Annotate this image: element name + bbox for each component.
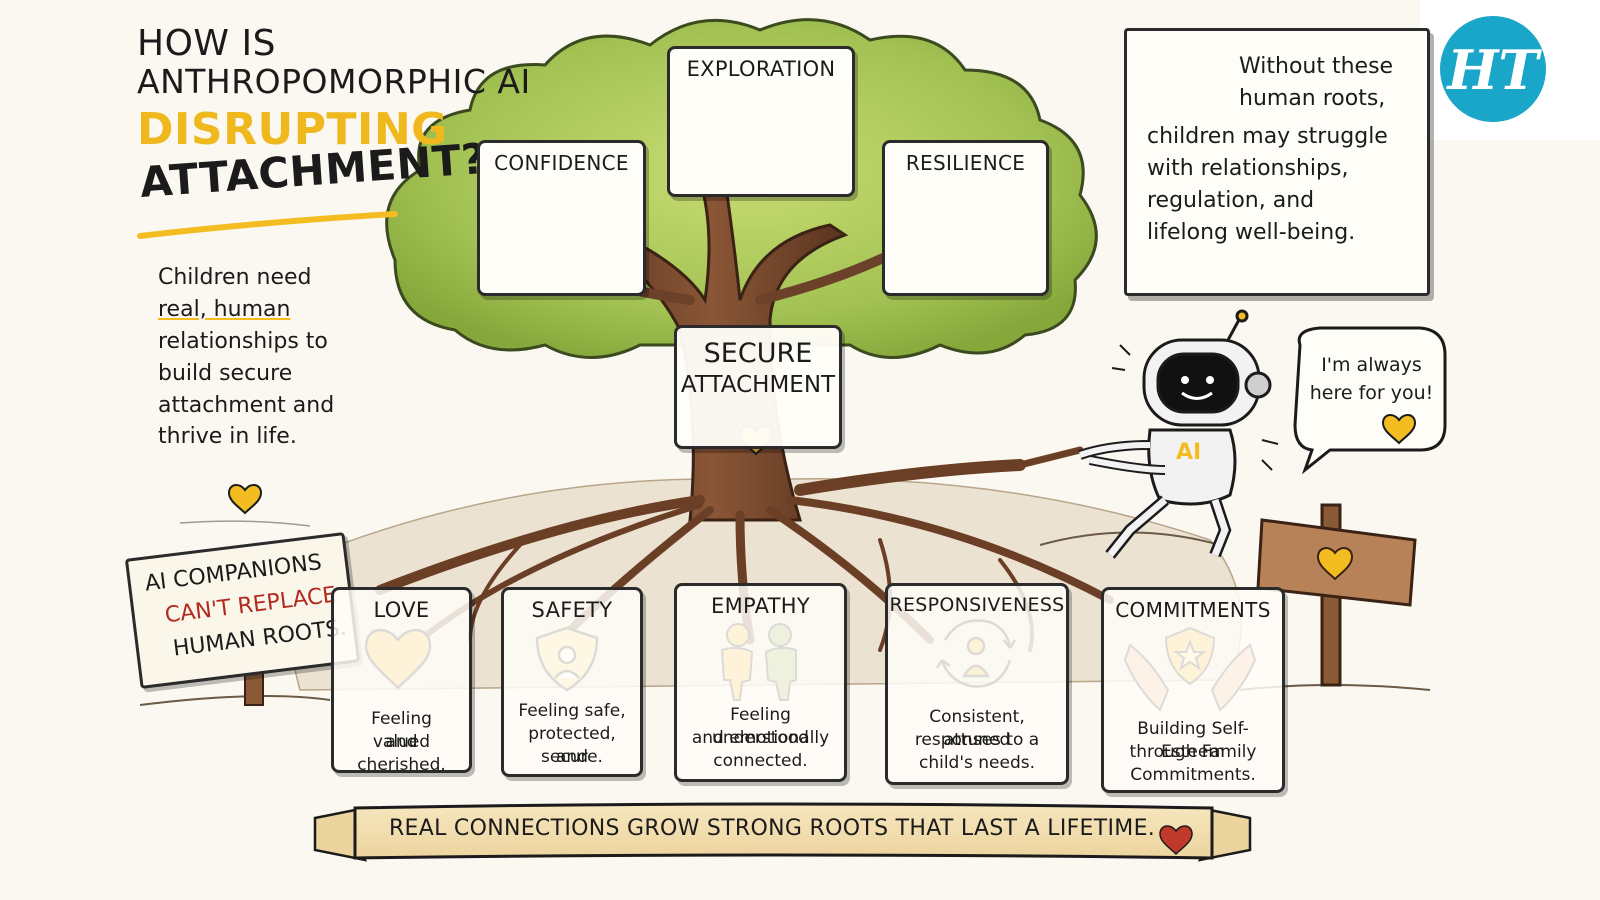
left-note-line-6: thrive in life. <box>158 424 297 450</box>
heart-icon <box>227 484 263 515</box>
root-card-desc-1: Building Self-Esteem <box>1137 719 1249 762</box>
root-card-title: COMMITMENTS <box>1115 598 1271 622</box>
root-card-desc-2: and emotionally <box>691 728 830 748</box>
card-exploration: EXPLORATION <box>667 46 855 197</box>
root-card-title: RESPONSIVENESS <box>889 594 1065 616</box>
card-confidence-title: CONFIDENCE <box>494 151 629 175</box>
root-card-desc-2: protected, and <box>528 724 616 767</box>
root-card-safety: SAFETY Feeling safe, protected, and secu… <box>501 587 643 777</box>
warning-line-3: children may struggle <box>1147 124 1388 149</box>
root-card-title: EMPATHY <box>711 594 810 618</box>
warning-line-2: human roots, <box>1239 86 1386 111</box>
speech-line-1: I'm always <box>1321 354 1422 376</box>
root-card-desc-3: Commitments. <box>1130 765 1256 785</box>
warning-box: Without these human roots, children may … <box>1124 28 1430 296</box>
left-note-line-2: real, human <box>158 296 291 322</box>
title-line-2: ANTHROPOMORPHIC AI <box>137 62 531 101</box>
secure-line-2: ATTACHMENT <box>680 372 836 398</box>
secure-line-1: SECURE <box>703 338 813 369</box>
root-card-commitments: COMMITMENTS Building Self-Esteem through… <box>1101 587 1285 793</box>
root-card-desc-3: connected. <box>713 751 808 771</box>
root-card-desc-1: Feeling valued <box>371 709 432 752</box>
banner-text: REAL CONNECTIONS GROW STRONG ROOTS THAT … <box>388 816 1156 841</box>
root-card-empathy: EMPATHY Feeling understood and emotional… <box>674 583 847 782</box>
root-card-responsiveness: RESPONSIVENESS Consistent, attuned respo… <box>885 583 1069 785</box>
card-resilience: RESILIENCE <box>882 140 1049 296</box>
root-card-desc-2: responses to a <box>914 730 1040 750</box>
warning-line-5: regulation, and <box>1147 188 1315 213</box>
left-note: Children need real, human relationships … <box>158 262 334 453</box>
speech-text: I'm always here for you! <box>1298 352 1445 407</box>
robot-label: AI <box>1176 440 1202 465</box>
ai-companions-sign: AI COMPANIONS CAN'T REPLACE HUMAN ROOTS. <box>124 532 361 689</box>
root-card-desc-3: secure. <box>541 747 603 767</box>
title-line-3: DISRUPTING <box>137 104 448 155</box>
robot-icon <box>1078 309 1279 559</box>
root-card-desc-3: child's needs. <box>918 753 1036 773</box>
root-card-title: SAFETY <box>531 598 613 622</box>
speech-line-2: here for you! <box>1309 381 1434 404</box>
warning-line-4: with relationships, <box>1147 156 1349 181</box>
warning-line-6: lifelong well-being. <box>1147 220 1356 245</box>
root-card-desc-2: and cherished. <box>357 732 446 775</box>
heart-icon <box>1159 825 1193 856</box>
speech-bubble <box>1293 326 1447 475</box>
card-secure-attachment: SECURE ATTACHMENT <box>674 325 842 449</box>
title-line-1: HOW IS <box>137 23 276 64</box>
ht-logo <box>1420 0 1600 140</box>
root-card-desc-1: Consistent, attuned <box>929 707 1025 750</box>
wooden-sign-icon <box>1256 503 1417 687</box>
card-exploration-title: EXPLORATION <box>686 57 836 81</box>
card-confidence: CONFIDENCE <box>477 140 646 296</box>
left-note-line-1: Children need <box>158 265 312 290</box>
root-card-love: LOVE Feeling valued and cherished. <box>331 587 472 775</box>
warning-line-1: Without these <box>1239 54 1394 79</box>
card-resilience-title: RESILIENCE <box>905 151 1026 175</box>
left-note-line-4: build secure <box>158 360 293 386</box>
title-underline <box>137 211 398 239</box>
root-card-desc-1: Feeling understood <box>712 705 809 748</box>
root-card-desc-2: through Family <box>1129 742 1257 762</box>
left-note-line-5: attachment and <box>158 392 335 418</box>
logo-text: HT <box>1447 38 1539 102</box>
root-card-desc-1: Feeling safe, <box>518 701 626 721</box>
bottom-banner <box>313 802 1252 862</box>
left-note-line-3: relationships to <box>158 328 328 354</box>
heart-icon <box>1381 414 1417 445</box>
root-card-title: LOVE <box>373 598 430 622</box>
